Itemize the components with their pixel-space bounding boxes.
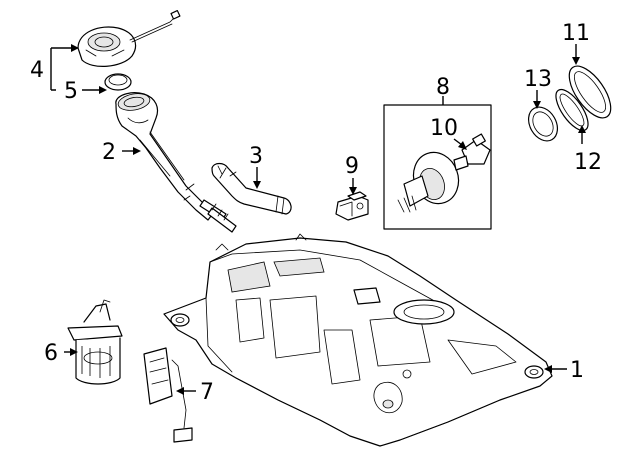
callout-7: 7 (200, 380, 214, 405)
callout-13: 13 (524, 67, 552, 92)
callout-3: 3 (249, 144, 263, 169)
callout-12: 12 (574, 150, 602, 175)
tank-seal-large-part[interactable] (561, 59, 618, 124)
pump-flange-part[interactable] (397, 146, 466, 213)
fuel-tank-part[interactable] (163, 233, 553, 447)
callout-5: 5 (64, 79, 78, 104)
gasket-ring-part[interactable] (104, 73, 132, 91)
callout-11: 11 (562, 21, 590, 46)
callout-4: 4 (30, 58, 44, 83)
tank-seal-small-part[interactable] (523, 102, 564, 146)
fuel-cap-part[interactable] (77, 9, 181, 67)
check-valve-part[interactable] (453, 133, 491, 171)
callout-6: 6 (44, 341, 58, 366)
fuel-pump-part[interactable] (67, 299, 123, 385)
level-sender-part[interactable] (143, 347, 193, 443)
sensor-valve-part[interactable] (335, 191, 369, 221)
vent-hose-part[interactable] (211, 162, 292, 215)
callout-9: 9 (345, 154, 359, 179)
tank-seal-medium-part[interactable] (550, 85, 594, 136)
callout-8: 8 (436, 75, 450, 100)
filler-neck-part[interactable] (115, 91, 237, 233)
callout-2: 2 (102, 140, 116, 165)
callout-1: 1 (570, 358, 584, 383)
callout-10: 10 (430, 116, 458, 141)
